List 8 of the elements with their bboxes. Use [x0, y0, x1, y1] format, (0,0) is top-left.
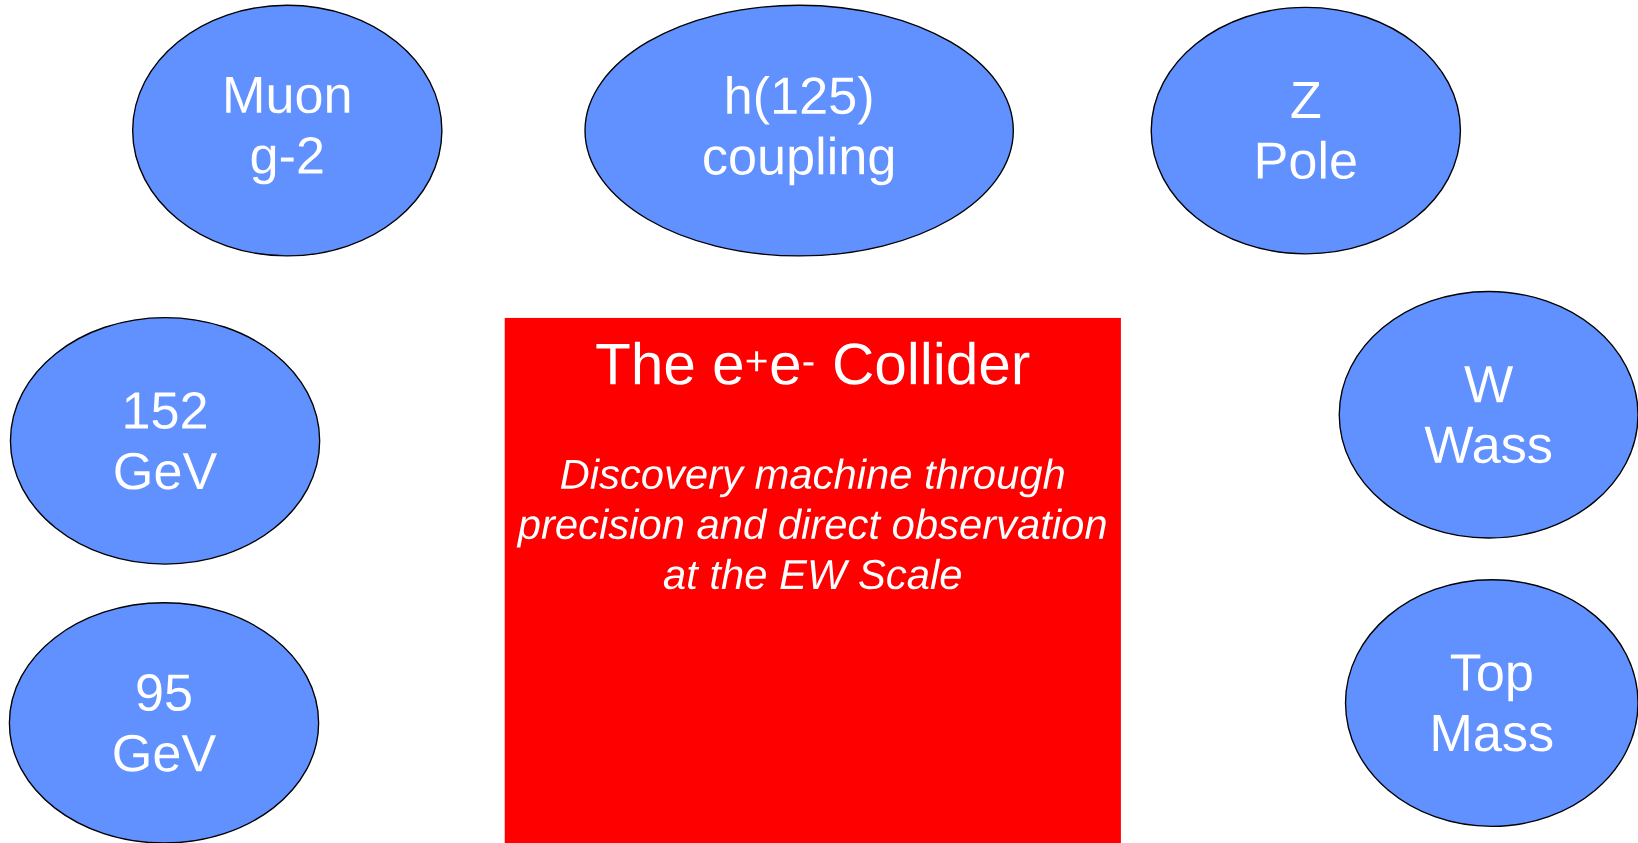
ellipse-node: h(125) coupling [584, 4, 1014, 257]
ellipse-node: 152 GeV [9, 316, 321, 565]
ellipse-node: Muon g-2 [132, 4, 443, 257]
ellipse-node: Z Pole [1150, 6, 1462, 255]
ellipse-node: 95 GeV [8, 602, 320, 843]
ellipse-node: Top Mass [1344, 579, 1638, 827]
ellipse-node: W Wass [1338, 290, 1638, 539]
collider-box: The e$^{+}$e$^{-}$ Collider Discovery machine through precision and direct observation at the EW Scale [504, 317, 1121, 843]
